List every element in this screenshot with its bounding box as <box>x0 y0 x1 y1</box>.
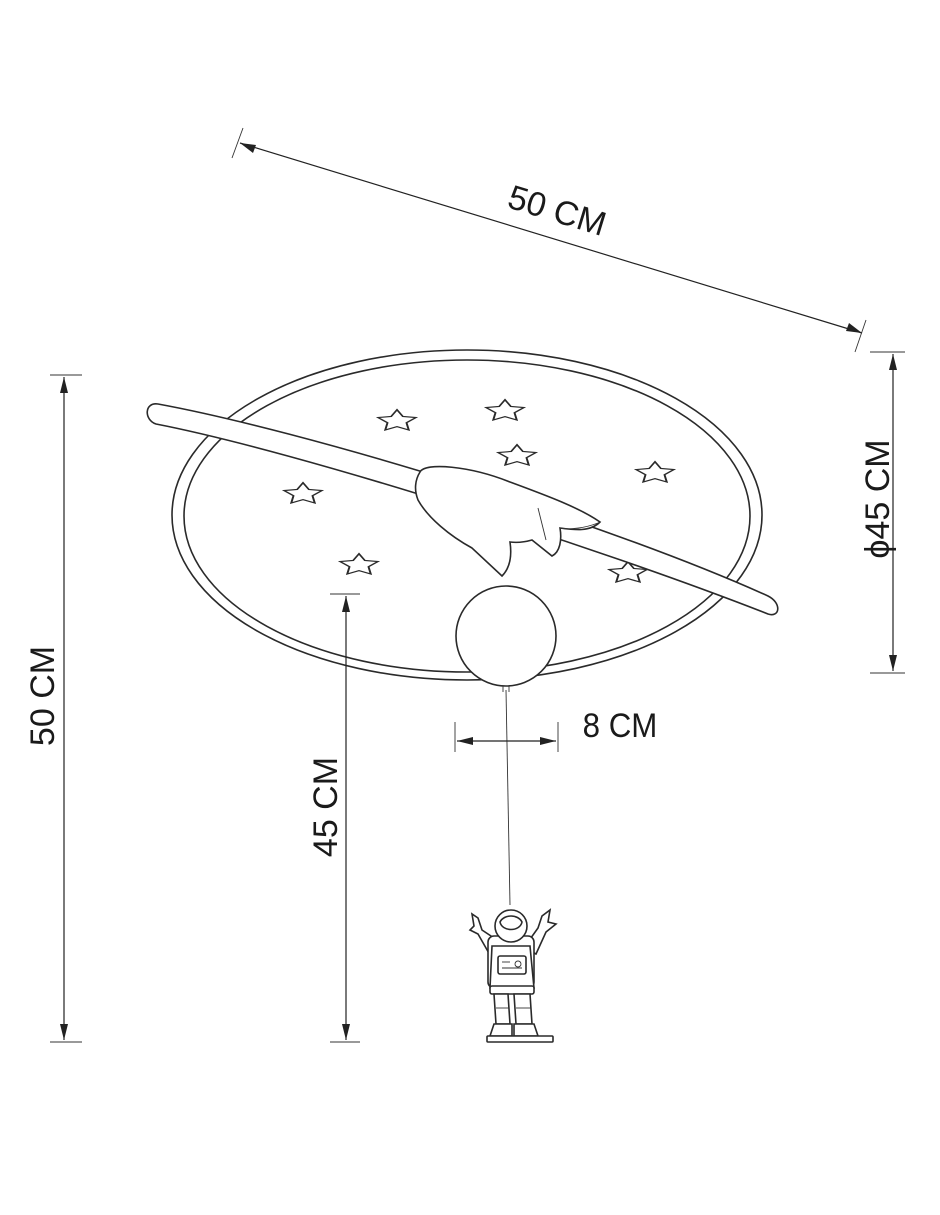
star-icon <box>281 481 325 505</box>
star-icon <box>495 443 539 467</box>
cord-length-dimension: 45 CM <box>307 593 360 1043</box>
height-dimension: 50 CM <box>24 374 82 1043</box>
globe-shade <box>455 585 557 692</box>
height-label: 50 CM <box>24 646 62 746</box>
width-dimension: 50 CM <box>231 127 867 353</box>
star-icon <box>633 460 677 484</box>
suspension-cord <box>505 689 511 906</box>
globe-width-label: 8 CM <box>583 706 658 745</box>
orbit-ring <box>146 403 779 616</box>
star-icon <box>375 408 419 432</box>
star-icon <box>337 552 381 576</box>
diameter-dimension: ϕ45 CM <box>859 351 905 674</box>
globe-width-dimension: 8 CM <box>454 706 658 752</box>
rocket-icon <box>414 465 602 578</box>
width-label: 50 CM <box>504 178 611 244</box>
stars <box>281 398 677 584</box>
cord-length-label: 45 CM <box>307 757 345 857</box>
star-icon <box>483 398 527 422</box>
astronaut-figure <box>468 908 558 1043</box>
star-icon <box>606 560 650 584</box>
diameter-label: ϕ45 CM <box>859 439 897 558</box>
